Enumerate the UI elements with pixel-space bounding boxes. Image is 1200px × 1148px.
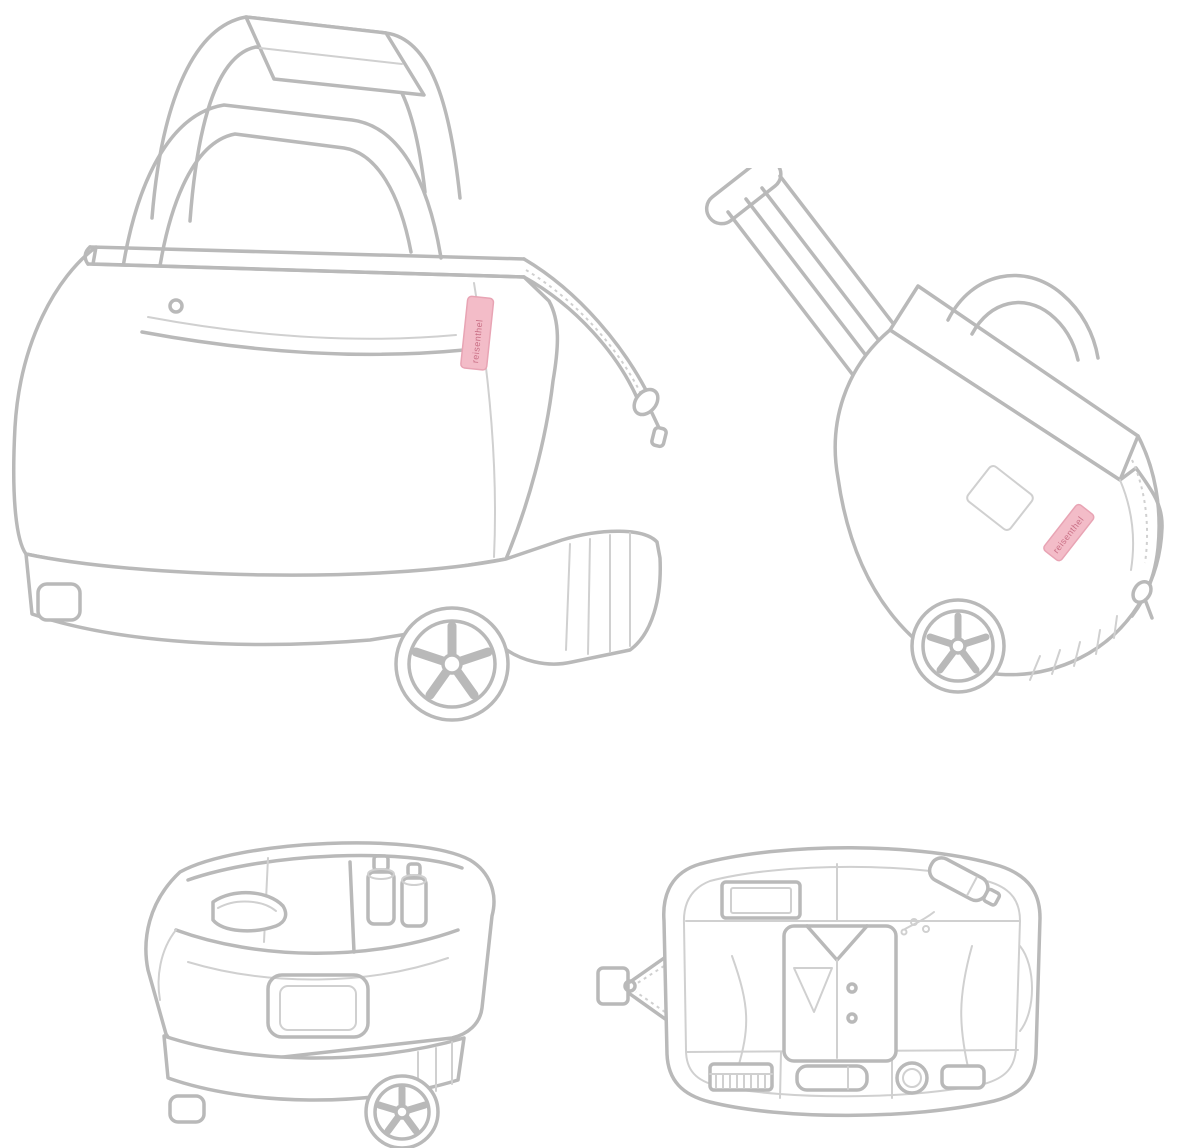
zipper-end <box>596 954 670 1023</box>
wheel-icon <box>364 1074 440 1148</box>
trolley-bag-tilted-telescopic-handle-illustration: reisenthel <box>704 168 1164 694</box>
trolley-bag-open-interior-illustration <box>144 841 496 1148</box>
top-flap <box>244 15 426 97</box>
frame-rim <box>83 245 651 402</box>
front-foot <box>168 1094 206 1124</box>
jar-icon <box>895 1061 929 1095</box>
case-icon <box>211 891 288 933</box>
side-panel-pocket <box>966 465 1034 531</box>
zipper-pull-icon <box>632 387 668 449</box>
chassis-base <box>24 529 662 666</box>
trolley-bag-front-three-quarter-illustration: reisenthel <box>12 15 668 722</box>
side-pouch <box>1019 945 1033 1032</box>
folded-handles-icon <box>946 273 1100 362</box>
front-handle-icon <box>116 103 443 307</box>
interior-rims <box>157 853 464 1001</box>
small-box-icon <box>940 1064 986 1090</box>
tube-icon <box>795 1064 869 1092</box>
front-foot <box>36 582 82 622</box>
tablet-icon <box>720 880 802 920</box>
zipper <box>1119 434 1161 620</box>
trolley-bag-top-down-open-illustration <box>596 846 1042 1118</box>
front-pocket <box>140 298 466 357</box>
spilled-bottle-icon <box>900 856 1002 936</box>
brand-tag: reisenthel <box>460 295 495 371</box>
folded-shirt-icon <box>782 924 898 1063</box>
chassis-ribs <box>1029 615 1118 681</box>
comb-icon <box>708 1062 774 1092</box>
brand-tag-label: reisenthel <box>470 319 485 364</box>
wheel-icon <box>910 598 1006 694</box>
bottle-icons <box>366 854 428 928</box>
front-pocket <box>266 973 370 1039</box>
wheel-icon <box>394 606 510 722</box>
